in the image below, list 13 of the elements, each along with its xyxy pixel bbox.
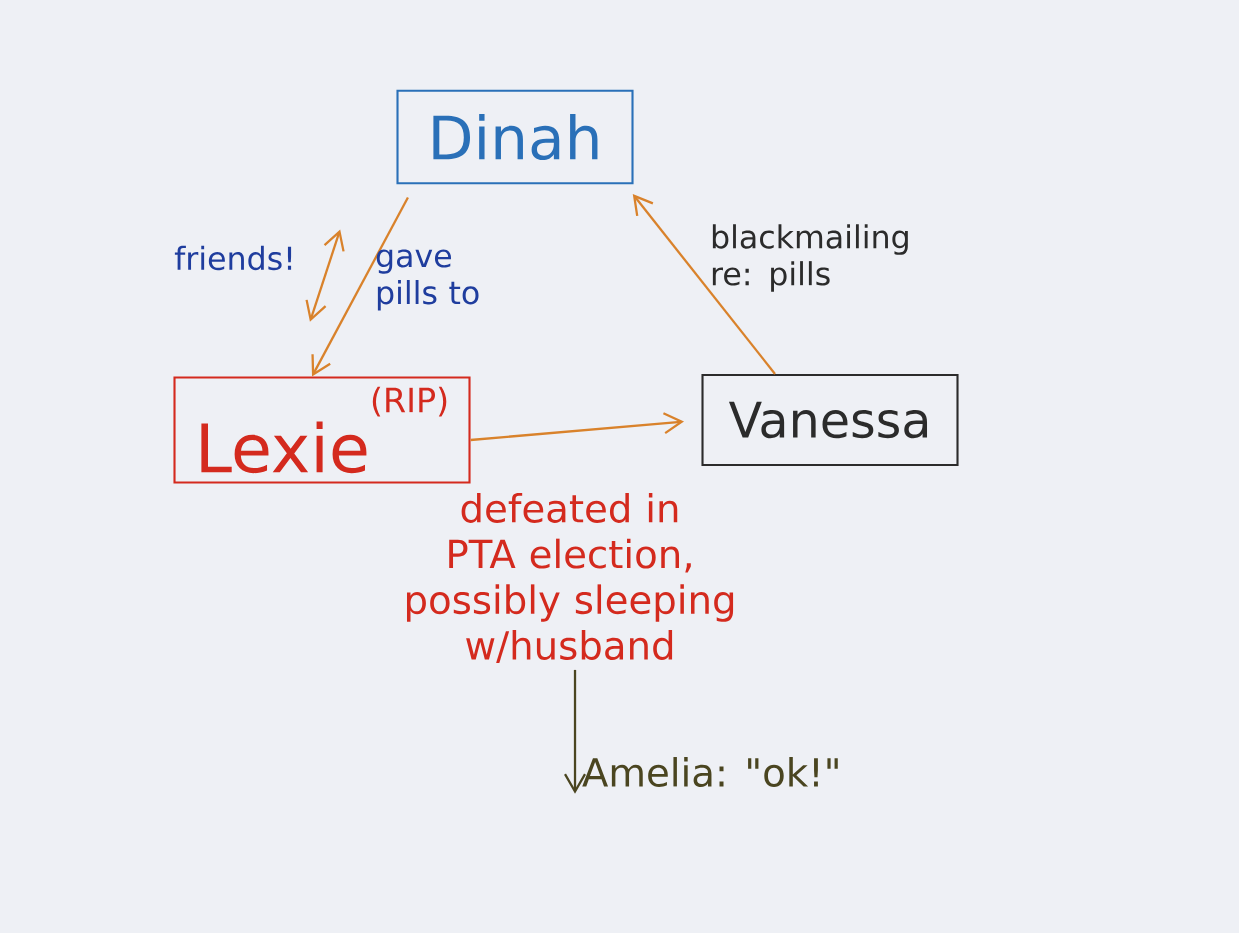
note-text: defeated in PTA election, possibly sleeping w/husband [407,492,734,663]
arrow [305,229,345,322]
name-box: Dinah [396,89,634,185]
arrow [564,669,586,794]
arrow [470,412,684,442]
name-text: Amelia: "ok!" [582,757,838,787]
arrow [632,194,776,375]
arrow [311,196,409,377]
name-box: Lexie (RIP) [173,376,471,484]
name-box: Vanessa [701,373,959,467]
edge-label: friends! [174,245,292,271]
edge-label: blackmailing re: pills [712,224,908,292]
edge-label: gave pills to [376,249,479,311]
